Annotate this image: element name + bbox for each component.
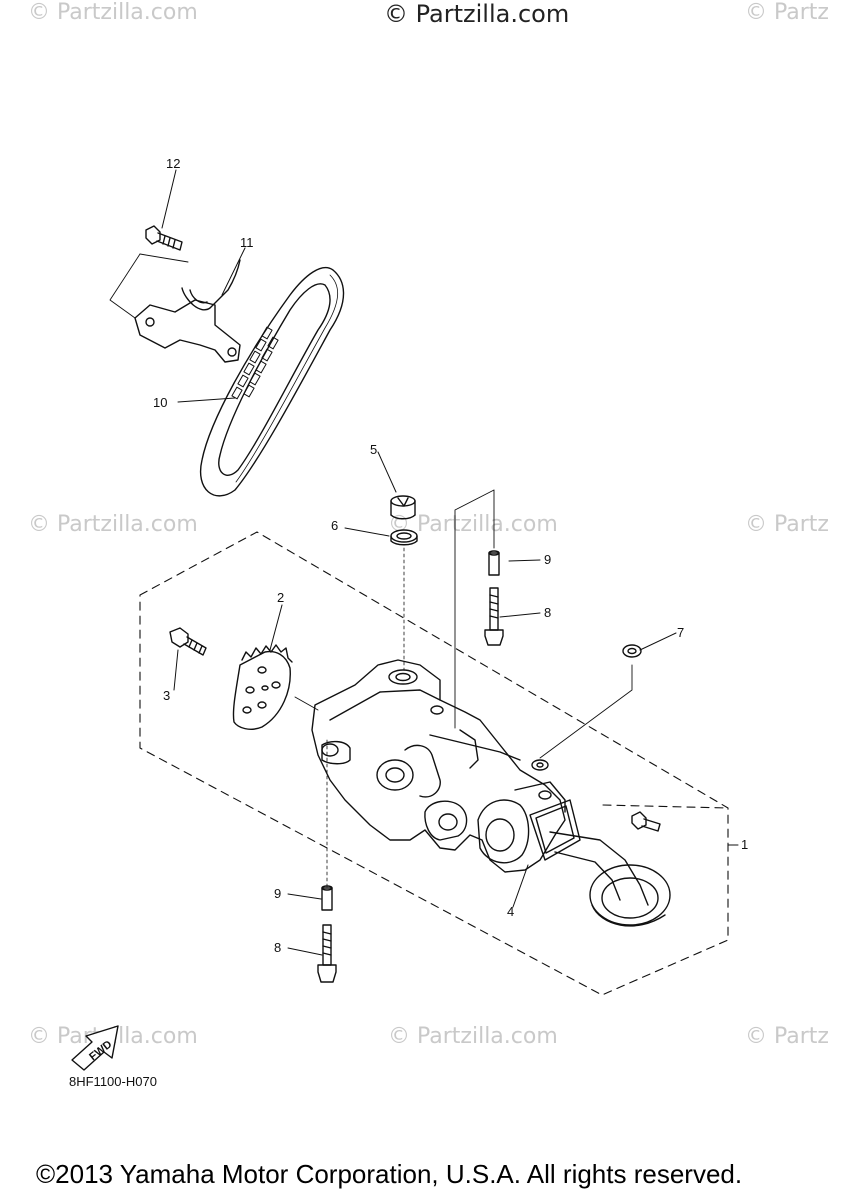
bolt-12 — [145, 225, 183, 251]
callout-10: 10 — [153, 395, 168, 410]
washer-6 — [390, 529, 418, 546]
callout-8-bottom: 8 — [274, 940, 282, 955]
strainer — [529, 799, 671, 927]
watermark-tile: © Partzilla.com — [28, 512, 198, 537]
dowel-9-bottom — [321, 885, 333, 911]
dowel-9-top — [488, 550, 500, 576]
bolt-strainer — [631, 811, 661, 832]
watermark-tile: © Partz — [745, 512, 829, 537]
callout-9-top: 9 — [544, 552, 552, 567]
callout-12: 12 — [166, 156, 181, 171]
chain-outer — [199, 267, 345, 497]
leader-lines — [161, 169, 739, 956]
watermark-tile: © Partzilla.com — [388, 512, 558, 537]
watermark-tile: © Partzilla.com — [28, 0, 198, 25]
callout-3: 3 — [163, 688, 171, 703]
bolt-8-top — [484, 587, 504, 646]
callout-11: 11 — [240, 235, 254, 250]
assembly-outline — [139, 531, 729, 996]
sub-outline — [602, 804, 729, 809]
bolt-8-bottom — [317, 924, 337, 983]
callout-7: 7 — [677, 625, 685, 640]
watermark-tile: © Partz — [745, 1024, 829, 1049]
callout-4: 4 — [507, 904, 515, 919]
callout-6: 6 — [331, 518, 339, 533]
chain-links — [231, 326, 279, 400]
chain-inner — [218, 283, 331, 476]
collar-5 — [390, 495, 416, 520]
callout-2: 2 — [277, 590, 285, 605]
copyright-notice: ©2013 Yamaha Motor Corporation, U.S.A. A… — [36, 1159, 743, 1189]
bolt-3 — [169, 627, 207, 656]
watermark-tile: © Partzilla.com — [388, 1024, 558, 1049]
chain-guide — [134, 299, 241, 363]
callout-8-top: 8 — [544, 605, 552, 620]
diagram-code: 8HF1100-H070 — [69, 1074, 157, 1089]
watermark-top: © Partzilla.com — [384, 0, 570, 28]
callout-9-bottom: 9 — [274, 886, 282, 901]
callout-5: 5 — [370, 442, 378, 457]
oil-pump-body — [311, 659, 566, 873]
callout-1: 1 — [741, 837, 749, 852]
sprocket-2 — [232, 644, 293, 730]
watermark-tile: © Partz — [745, 0, 829, 25]
fwd-arrow-icon — [71, 1025, 119, 1071]
washer-7 — [622, 644, 642, 658]
